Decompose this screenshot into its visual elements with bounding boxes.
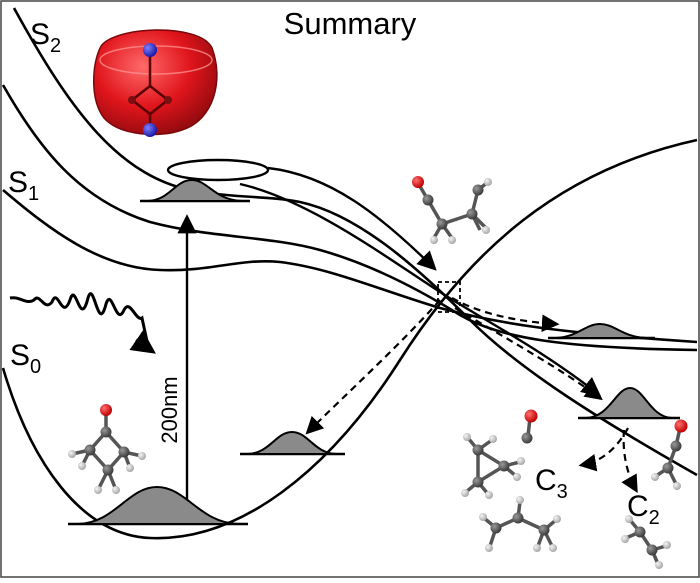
wavepacket-hot-ground: [578, 386, 680, 420]
branch-to-s0-return: [305, 299, 441, 435]
molecule-cyclobutanone: [68, 404, 146, 494]
molecule-ketene: [651, 419, 688, 490]
wavepacket-s0-return: [240, 430, 345, 456]
molecule-carbon-monoxide: [521, 409, 538, 444]
excitation-label: 200nm: [157, 376, 182, 443]
state-label-s2: S2: [30, 18, 61, 57]
orbital-isosurface: [93, 29, 218, 137]
s2-loop: [166, 158, 270, 182]
relax-arrow-2: [239, 182, 602, 397]
molecule-ethylene: [621, 515, 671, 569]
molecule-open-chain: [412, 176, 492, 244]
channel-label-c2: C2: [627, 490, 660, 529]
conical-intersection-box: [437, 281, 461, 313]
nitrogen-atom-top: [143, 43, 157, 57]
state-label-s1: S1: [8, 166, 39, 205]
photon-wave: [9, 292, 150, 347]
relax-arrow-1: [267, 166, 437, 271]
potential-curves: [1, 7, 698, 540]
branch-to-c3: [578, 427, 629, 472]
wavepacket-s2-fc: [140, 178, 250, 203]
s1-lower-curve: [2, 189, 698, 344]
branching-arrows: [305, 297, 638, 494]
branch-to-c2: [621, 429, 638, 494]
photon-arrow: [129, 330, 156, 354]
title: Summary: [284, 6, 417, 41]
channel-label-c3: C3: [535, 464, 568, 503]
wavepacket-s1-product: [548, 322, 655, 340]
branch-to-hot-ground: [454, 307, 603, 401]
molecule-propene: [479, 496, 561, 552]
wavepackets: [68, 178, 680, 526]
nitrogen-atom-bottom: [143, 123, 157, 137]
s2-curve: [12, 7, 698, 477]
branch-to-s1-product: [451, 297, 560, 333]
s1-curve: [1, 84, 698, 352]
s0-curve: [1, 138, 698, 540]
molecule-cyclopropane: [461, 433, 525, 499]
wavepacket-s0-ground: [68, 485, 248, 526]
state-label-s0: S0: [10, 339, 41, 378]
